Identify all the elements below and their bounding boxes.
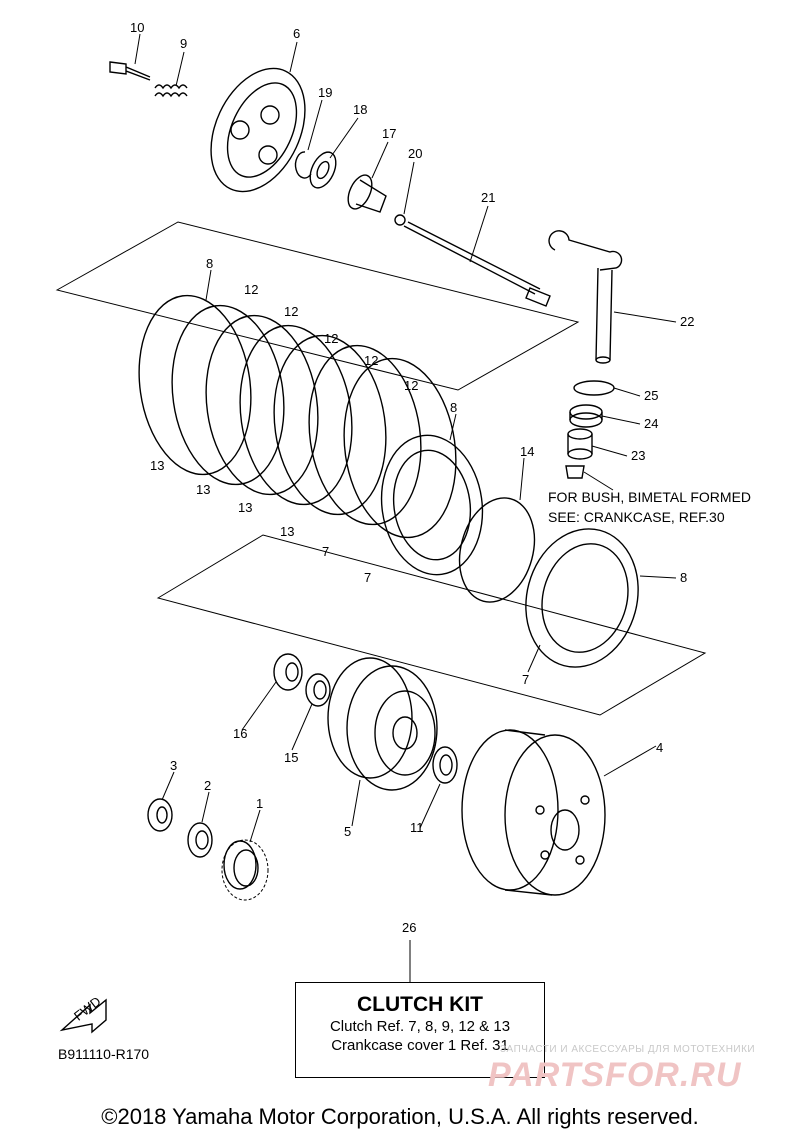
- callout-21: 21: [481, 190, 495, 205]
- clutch-kit-box: CLUTCH KIT Clutch Ref. 7, 8, 9, 12 & 13 …: [295, 982, 545, 1078]
- callout-8-top: 8: [206, 256, 213, 271]
- callout-13-b: 13: [196, 482, 210, 497]
- callout-8-lower: 8: [680, 570, 687, 585]
- part-16-nut: [273, 653, 303, 691]
- callout-13-c: 13: [238, 500, 252, 515]
- callout-14: 14: [520, 444, 534, 459]
- callout-7-b: 7: [364, 570, 371, 585]
- callout-9: 9: [180, 36, 187, 51]
- callout-10: 10: [130, 20, 144, 35]
- reference-code: B911110-R170: [58, 1046, 150, 1062]
- part-5-clutch-boss: [327, 657, 438, 791]
- callout-12-c: 12: [324, 331, 338, 346]
- callout-5: 5: [344, 824, 351, 839]
- callout-22: 22: [680, 314, 694, 329]
- callout-12-e: 12: [404, 378, 418, 393]
- part-14-wire-ring: [458, 497, 536, 603]
- callout-16: 16: [233, 726, 247, 741]
- callout-25: 25: [644, 388, 658, 403]
- clutch-kit-line1: Clutch Ref. 7, 8, 9, 12 & 13: [329, 1018, 511, 1035]
- part-10-bolt: [109, 61, 151, 81]
- part-17-push-rod: [347, 174, 387, 213]
- plate-group-outline-lower: [156, 534, 707, 716]
- callout-13-a: 13: [150, 458, 164, 473]
- part-2-washer: [187, 822, 213, 858]
- callout-3: 3: [170, 758, 177, 773]
- fwd-label: FWD: [71, 994, 104, 1024]
- callout-19: 19: [318, 85, 332, 100]
- watermark-logo: PARTSFOR.RU: [488, 1056, 742, 1094]
- callout-18: 18: [353, 102, 367, 117]
- watermark-subtitle: ЗАПЧАСТИ И АКСЕССУАРЫ ДЛЯ МОТОТЕХНИКИ: [500, 1044, 756, 1055]
- callout-6: 6: [293, 26, 300, 41]
- clutch-kit-title: CLUTCH KIT: [357, 993, 483, 1016]
- part-bimetal-bush: [565, 465, 585, 479]
- part-3-spacer: [147, 798, 173, 832]
- callout-7-a: 7: [322, 544, 329, 559]
- plate-group-outline: [55, 221, 580, 391]
- clutch-plate-stack: [138, 294, 484, 576]
- callout-12-d: 12: [364, 353, 378, 368]
- part-23-bush: [567, 428, 593, 460]
- leader-lines: [134, 33, 677, 982]
- callout-11: 11: [410, 820, 424, 835]
- bush-note-line2: SEE: CRANKCASE, REF.30: [548, 509, 725, 525]
- part-1-gear: [221, 839, 269, 901]
- callout-12-a: 12: [244, 282, 258, 297]
- callout-15: 15: [284, 750, 298, 765]
- callout-8-mid: 8: [450, 400, 457, 415]
- callout-23: 23: [631, 448, 645, 463]
- callout-20: 20: [408, 146, 422, 161]
- callout-1: 1: [256, 796, 263, 811]
- callout-17: 17: [382, 126, 396, 141]
- callout-7-lower: 7: [522, 672, 529, 687]
- part-21-push-rod: [403, 221, 551, 307]
- part-4-clutch-housing: [461, 729, 606, 896]
- callout-12-b: 12: [284, 304, 298, 319]
- copyright-notice: ©2018 Yamaha Motor Corporation, U.S.A. A…: [101, 1104, 699, 1129]
- callout-13-d: 13: [280, 524, 294, 539]
- fwd-arrow-icon: FWD: [59, 994, 107, 1034]
- part-22-push-lever: [548, 230, 623, 364]
- part-24-bearing: [569, 404, 603, 428]
- callout-labels: 10 9 6 19 18 17 20 21 22 25 24 23 8 12 1…: [130, 20, 694, 935]
- clutch-kit-line2: Crankcase cover 1 Ref. 31: [331, 1037, 509, 1054]
- bush-note-line1: FOR BUSH, BIMETAL FORMED: [548, 489, 751, 505]
- part-25-oil-seal: [573, 380, 615, 396]
- part-7-8-plate-lower: [525, 528, 639, 668]
- callout-26: 26: [402, 920, 416, 935]
- callout-2: 2: [204, 778, 211, 793]
- part-18-bearing: [309, 151, 337, 189]
- callout-4: 4: [656, 740, 663, 755]
- part-20-ball: [394, 214, 406, 226]
- part-15-washer: [305, 673, 331, 707]
- part-19-circlip: [294, 151, 312, 179]
- part-11-washer: [432, 746, 458, 784]
- part-6-pressure-plate: [210, 67, 306, 193]
- callout-24: 24: [644, 416, 658, 431]
- part-9-spring: [154, 84, 188, 98]
